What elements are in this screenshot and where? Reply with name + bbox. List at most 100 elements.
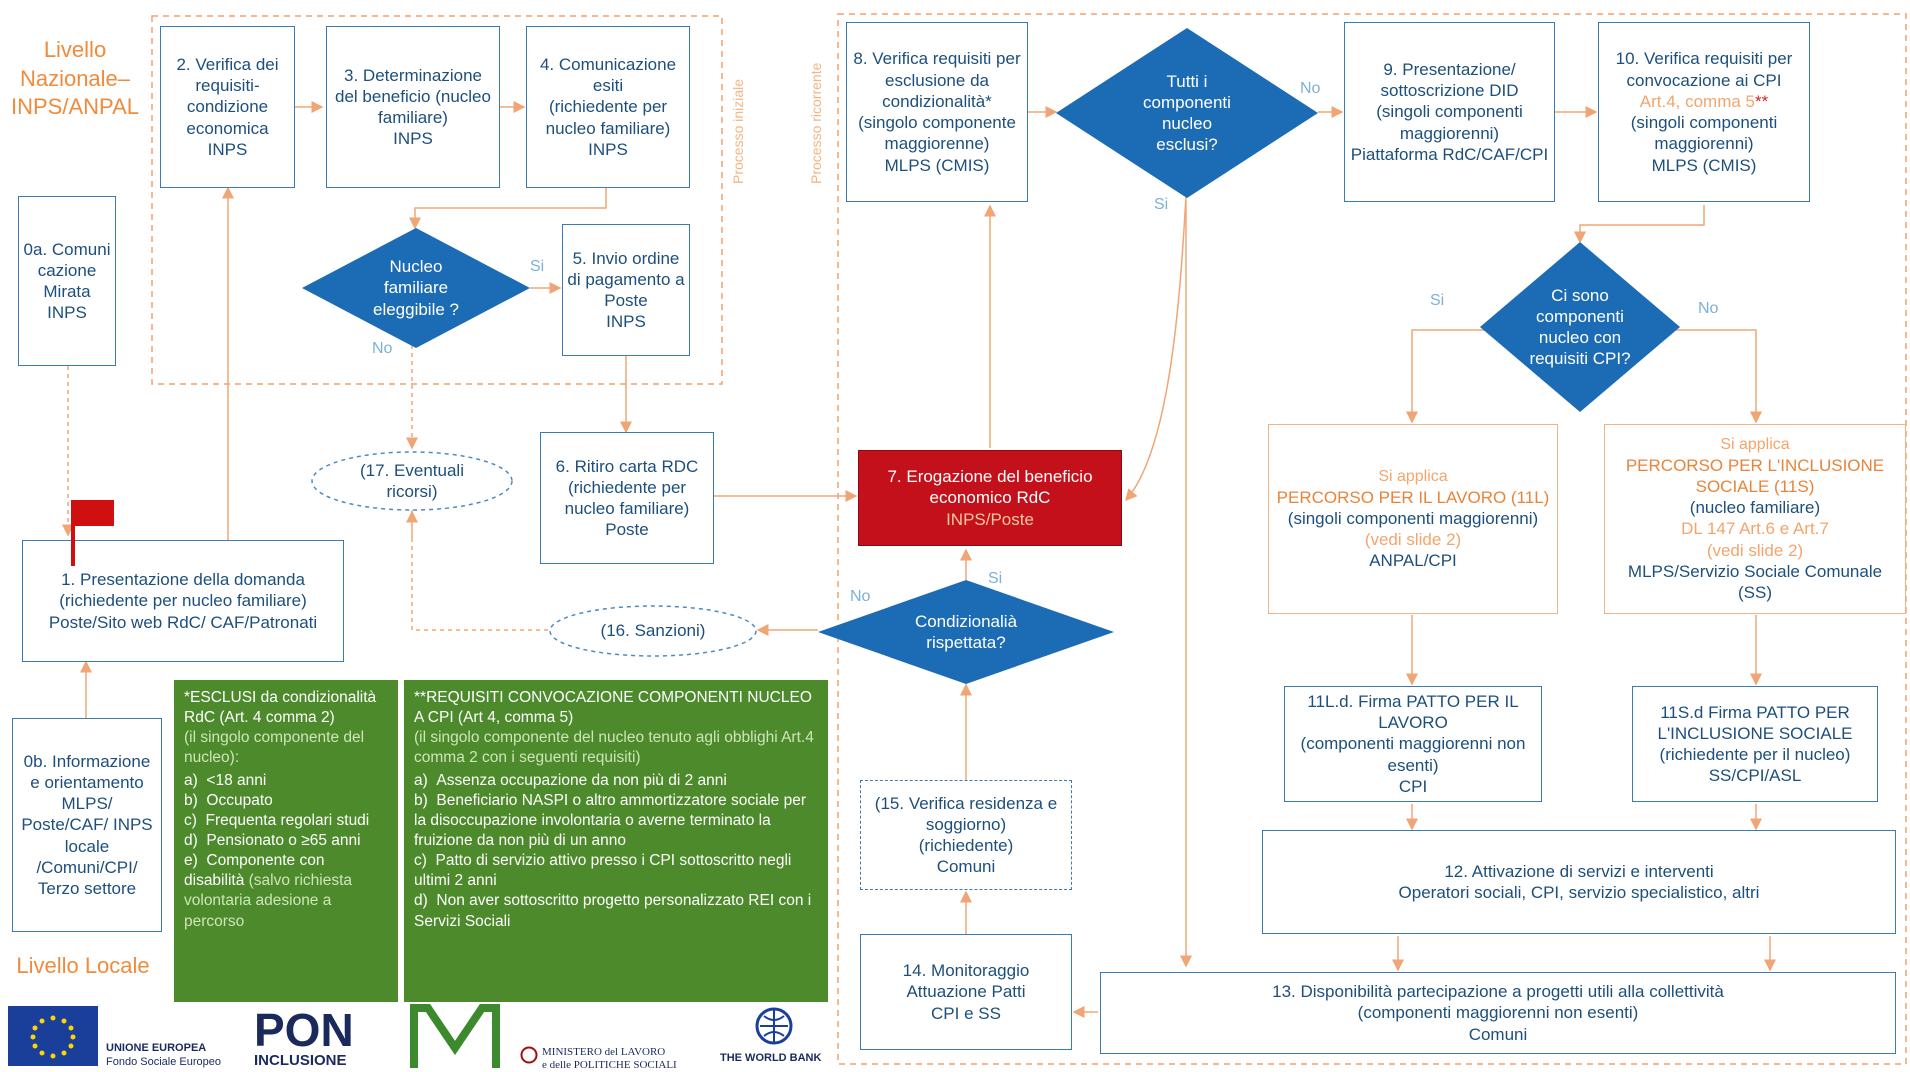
list-item: d) Pensionato o ≥65 anni: [184, 831, 361, 849]
decision-requisiti-cpi[interactable]: Ci sono componenti nucleo con requisiti …: [1480, 242, 1680, 412]
node-5-owner: INPS: [606, 312, 646, 332]
node-11Sd-owner: SS/CPI/ASL: [1708, 766, 1802, 786]
node-13-sub: (componenti maggiorenni non esenti): [1357, 1003, 1639, 1023]
node-4-sub: (richiedente per nucleo familiare): [545, 97, 671, 138]
node-12-title: 12. Attivazione di servizi e interventi: [1444, 861, 1714, 881]
decision-condizionalita[interactable]: Condizionalià rispettata?: [818, 580, 1114, 684]
node-0a-title: 0a. Comuni cazione Mirata: [23, 239, 111, 302]
ellipse-17-text: (17. Eventuali ricorsi): [360, 460, 464, 501]
node-13-disponibilita[interactable]: 13. Disponibilità partecipazione a proge…: [1100, 972, 1896, 1054]
node-11L-note: (vedi slide 2): [1364, 530, 1462, 549]
node-0b-title: 0b. Informazione e orientamento: [23, 751, 151, 792]
box-requisiti-list: a) Assenza occupazione da non più di 2 a…: [414, 771, 818, 932]
node-1-owner: Poste/Sito web RdC/ CAF/Patronati: [48, 612, 318, 632]
node-11S-sub: (nucleo familiare): [1689, 498, 1821, 518]
edge-label-tutti-no: No: [1300, 80, 1321, 97]
node-11Ld-title: 11L.d. Firma PATTO PER IL LAVORO: [1307, 691, 1519, 733]
ellipse-17-ricorsi[interactable]: (17. Eventuali ricorsi): [310, 450, 514, 512]
decision-nucleo-eleggibile[interactable]: Nucleo familiare eleggibile ?: [302, 228, 530, 348]
node-9-presentazione-did[interactable]: 9. Presentazione/ sottoscrizione DID (si…: [1344, 22, 1555, 202]
node-9-sub: (singoli componenti maggiorenni): [1376, 102, 1523, 143]
node-6-owner: Poste: [605, 520, 649, 540]
ellipse-16-sanzioni[interactable]: (16. Sanzioni): [548, 604, 758, 658]
node-2-title: 2. Verifica dei requisiti- condizione ec…: [176, 54, 279, 138]
node-14-monitoraggio[interactable]: 14. Monitoraggio Attuazione Patti CPI e …: [860, 934, 1072, 1050]
node-11L-pre: Si applica: [1378, 467, 1448, 485]
node-0a-owner: INPS: [47, 303, 87, 323]
pon-logo-top: PON: [254, 1004, 354, 1056]
node-11S-note: (vedi slide 2): [1706, 540, 1804, 560]
node-4-comunicazione-esiti[interactable]: 4. Comunicazione esiti (richiedente per …: [526, 26, 690, 188]
edge-label-nucleo-no: No: [372, 340, 393, 357]
edge-label-nucleo-si: Si: [530, 258, 545, 275]
node-11Sd-sub: (richiedente per il nucleo): [1659, 745, 1851, 764]
node-1-title: 1. Presentazione della domanda: [61, 570, 305, 590]
node-11S-note1: DL 147 Art.6 e Art.7: [1681, 519, 1829, 539]
logo-strip: UNIONE EUROPEA Fondo Sociale Europeo PON…: [0, 1004, 840, 1071]
node-10-verifica-convocazione[interactable]: 10. Verifica requisiti per convocazione …: [1598, 22, 1810, 202]
node-15-verifica-residenza[interactable]: (15. Verifica residenza e soggiorno) (ri…: [860, 780, 1072, 890]
node-1-presentazione-domanda[interactable]: 1. Presentazione della domanda (richiede…: [22, 540, 344, 662]
edge-label-cond-si: Si: [988, 570, 1003, 587]
decision-cond-shape: [818, 580, 1114, 684]
node-3-title: 3. Determinazione del beneficio (nucleo …: [335, 65, 491, 128]
eu-flag-logo: [8, 1006, 98, 1066]
node-0a-comunicazione-mirata[interactable]: 0a. Comuni cazione Mirata INPS: [18, 196, 116, 366]
worldbank-globe-icon: [755, 1007, 793, 1045]
node-6-ritiro-carta[interactable]: 6. Ritiro carta RDC (richiedente per nuc…: [540, 432, 714, 564]
node-0b-informazione[interactable]: 0b. Informazione e orientamento MLPS/ Po…: [12, 718, 162, 932]
node-11S-title: PERCORSO PER L'INCLUSIONE SOCIALE (11S): [1625, 455, 1885, 496]
box-esclusi-condizionalita: *ESCLUSI da condizionalità RdC (Art. 4 c…: [174, 680, 398, 1002]
ministero-line2: e delle POLITICHE SOCIALI: [542, 1059, 677, 1071]
node-0b-owner: MLPS/ Poste/CAF/ INPS locale /Comuni/CPI…: [21, 794, 153, 899]
node-5-title: 5. Invio ordine di pagamento a Poste: [567, 248, 685, 311]
list-item: c) Frequenta regolari studi: [184, 811, 370, 829]
node-11Ld-patto-lavoro[interactable]: 11L.d. Firma PATTO PER IL LAVORO (compon…: [1284, 686, 1542, 802]
node-3-determinazione-beneficio[interactable]: 3. Determinazione del beneficio (nucleo …: [326, 26, 500, 188]
node-4-title: 4. Comunicazione esiti: [539, 54, 677, 96]
node-2-owner: INPS: [207, 139, 248, 159]
node-15-title: (15. Verifica residenza e soggiorno): [874, 793, 1058, 834]
edge-label-cpi-si: Si: [1430, 292, 1445, 309]
node-11L-title: PERCORSO PER IL LAVORO (11L): [1276, 487, 1550, 507]
ministero-emblem-icon: [520, 1046, 538, 1064]
box-requisiti-subheading: (il singolo componente del nucleo tenuto…: [414, 729, 814, 767]
node-13-owner: Comuni: [1468, 1024, 1528, 1044]
node-3-owner: INPS: [393, 129, 433, 149]
ministero-line1: MINISTERO del LAVORO: [542, 1046, 666, 1058]
node-11Ld-owner: CPI: [1398, 776, 1428, 796]
process-label-initial: Processo iniziale: [730, 78, 746, 184]
process-label-recurring: Processo ricorrente: [808, 62, 824, 184]
decision-cond-text: Condizionalià rispettata?: [914, 611, 1018, 652]
node-10-ref-mark: **: [1755, 91, 1769, 111]
node-11Sd-patto-inclusione[interactable]: 11S.d Firma PATTO PER L'INCLUSIONE SOCIA…: [1632, 686, 1878, 802]
list-item: c) Patto di servizio attivo presso i CPI…: [414, 852, 792, 890]
node-15-owner: Comuni: [936, 857, 996, 877]
pon-logo-bottom: INCLUSIONE: [254, 1052, 347, 1069]
decision-tutti-text: Tutti i componenti nucleo esclusi?: [1143, 71, 1231, 155]
ellipse-16-shape: [549, 605, 757, 657]
node-10-sub: (singoli componenti maggiorenni): [1630, 113, 1778, 154]
list-item: a) Assenza occupazione da non più di 2 a…: [414, 771, 727, 789]
node-10-owner: MLPS (CMIS): [1651, 155, 1757, 175]
node-8-verifica-esclusione[interactable]: 8. Verifica requisiti per esclusione da …: [846, 22, 1028, 202]
node-11L-percorso-lavoro[interactable]: Si applica PERCORSO PER IL LAVORO (11L) …: [1268, 424, 1558, 614]
node-11L-owner: ANPAL/CPI: [1369, 551, 1457, 571]
node-11S-percorso-inclusione[interactable]: Si applica PERCORSO PER L'INCLUSIONE SOC…: [1604, 424, 1906, 614]
node-4-owner: INPS: [588, 139, 628, 159]
worldbank-label: THE WORLD BANK: [720, 1052, 822, 1064]
node-10-ref: Art.4, comma 5**: [1640, 91, 1769, 112]
decision-tutti-esclusi[interactable]: Tutti i componenti nucleo esclusi?: [1056, 28, 1318, 198]
node-8-title: 8. Verifica requisiti per esclusione da …: [853, 49, 1021, 111]
node-12-owner: Operatori sociali, CPI, servizio special…: [1398, 883, 1760, 902]
node-14-owner: CPI e SS: [931, 1003, 1001, 1023]
node-2-verifica-requisiti[interactable]: 2. Verifica dei requisiti- condizione ec…: [160, 26, 295, 188]
node-7-erogazione-beneficio[interactable]: 7. Erogazione del beneficio economico Rd…: [858, 450, 1122, 546]
node-12-attivazione-servizi[interactable]: 12. Attivazione di servizi e interventi …: [1262, 830, 1896, 934]
node-5-invio-ordine[interactable]: 5. Invio ordine di pagamento a Poste INP…: [562, 224, 690, 356]
node-11Sd-title: 11S.d Firma PATTO PER L'INCLUSIONE SOCIA…: [1657, 702, 1853, 743]
edge-label-tutti-si: Si: [1154, 196, 1169, 213]
box-requisiti-heading: **REQUISITI CONVOCAZIONE COMPONENTI NUCL…: [414, 689, 812, 727]
